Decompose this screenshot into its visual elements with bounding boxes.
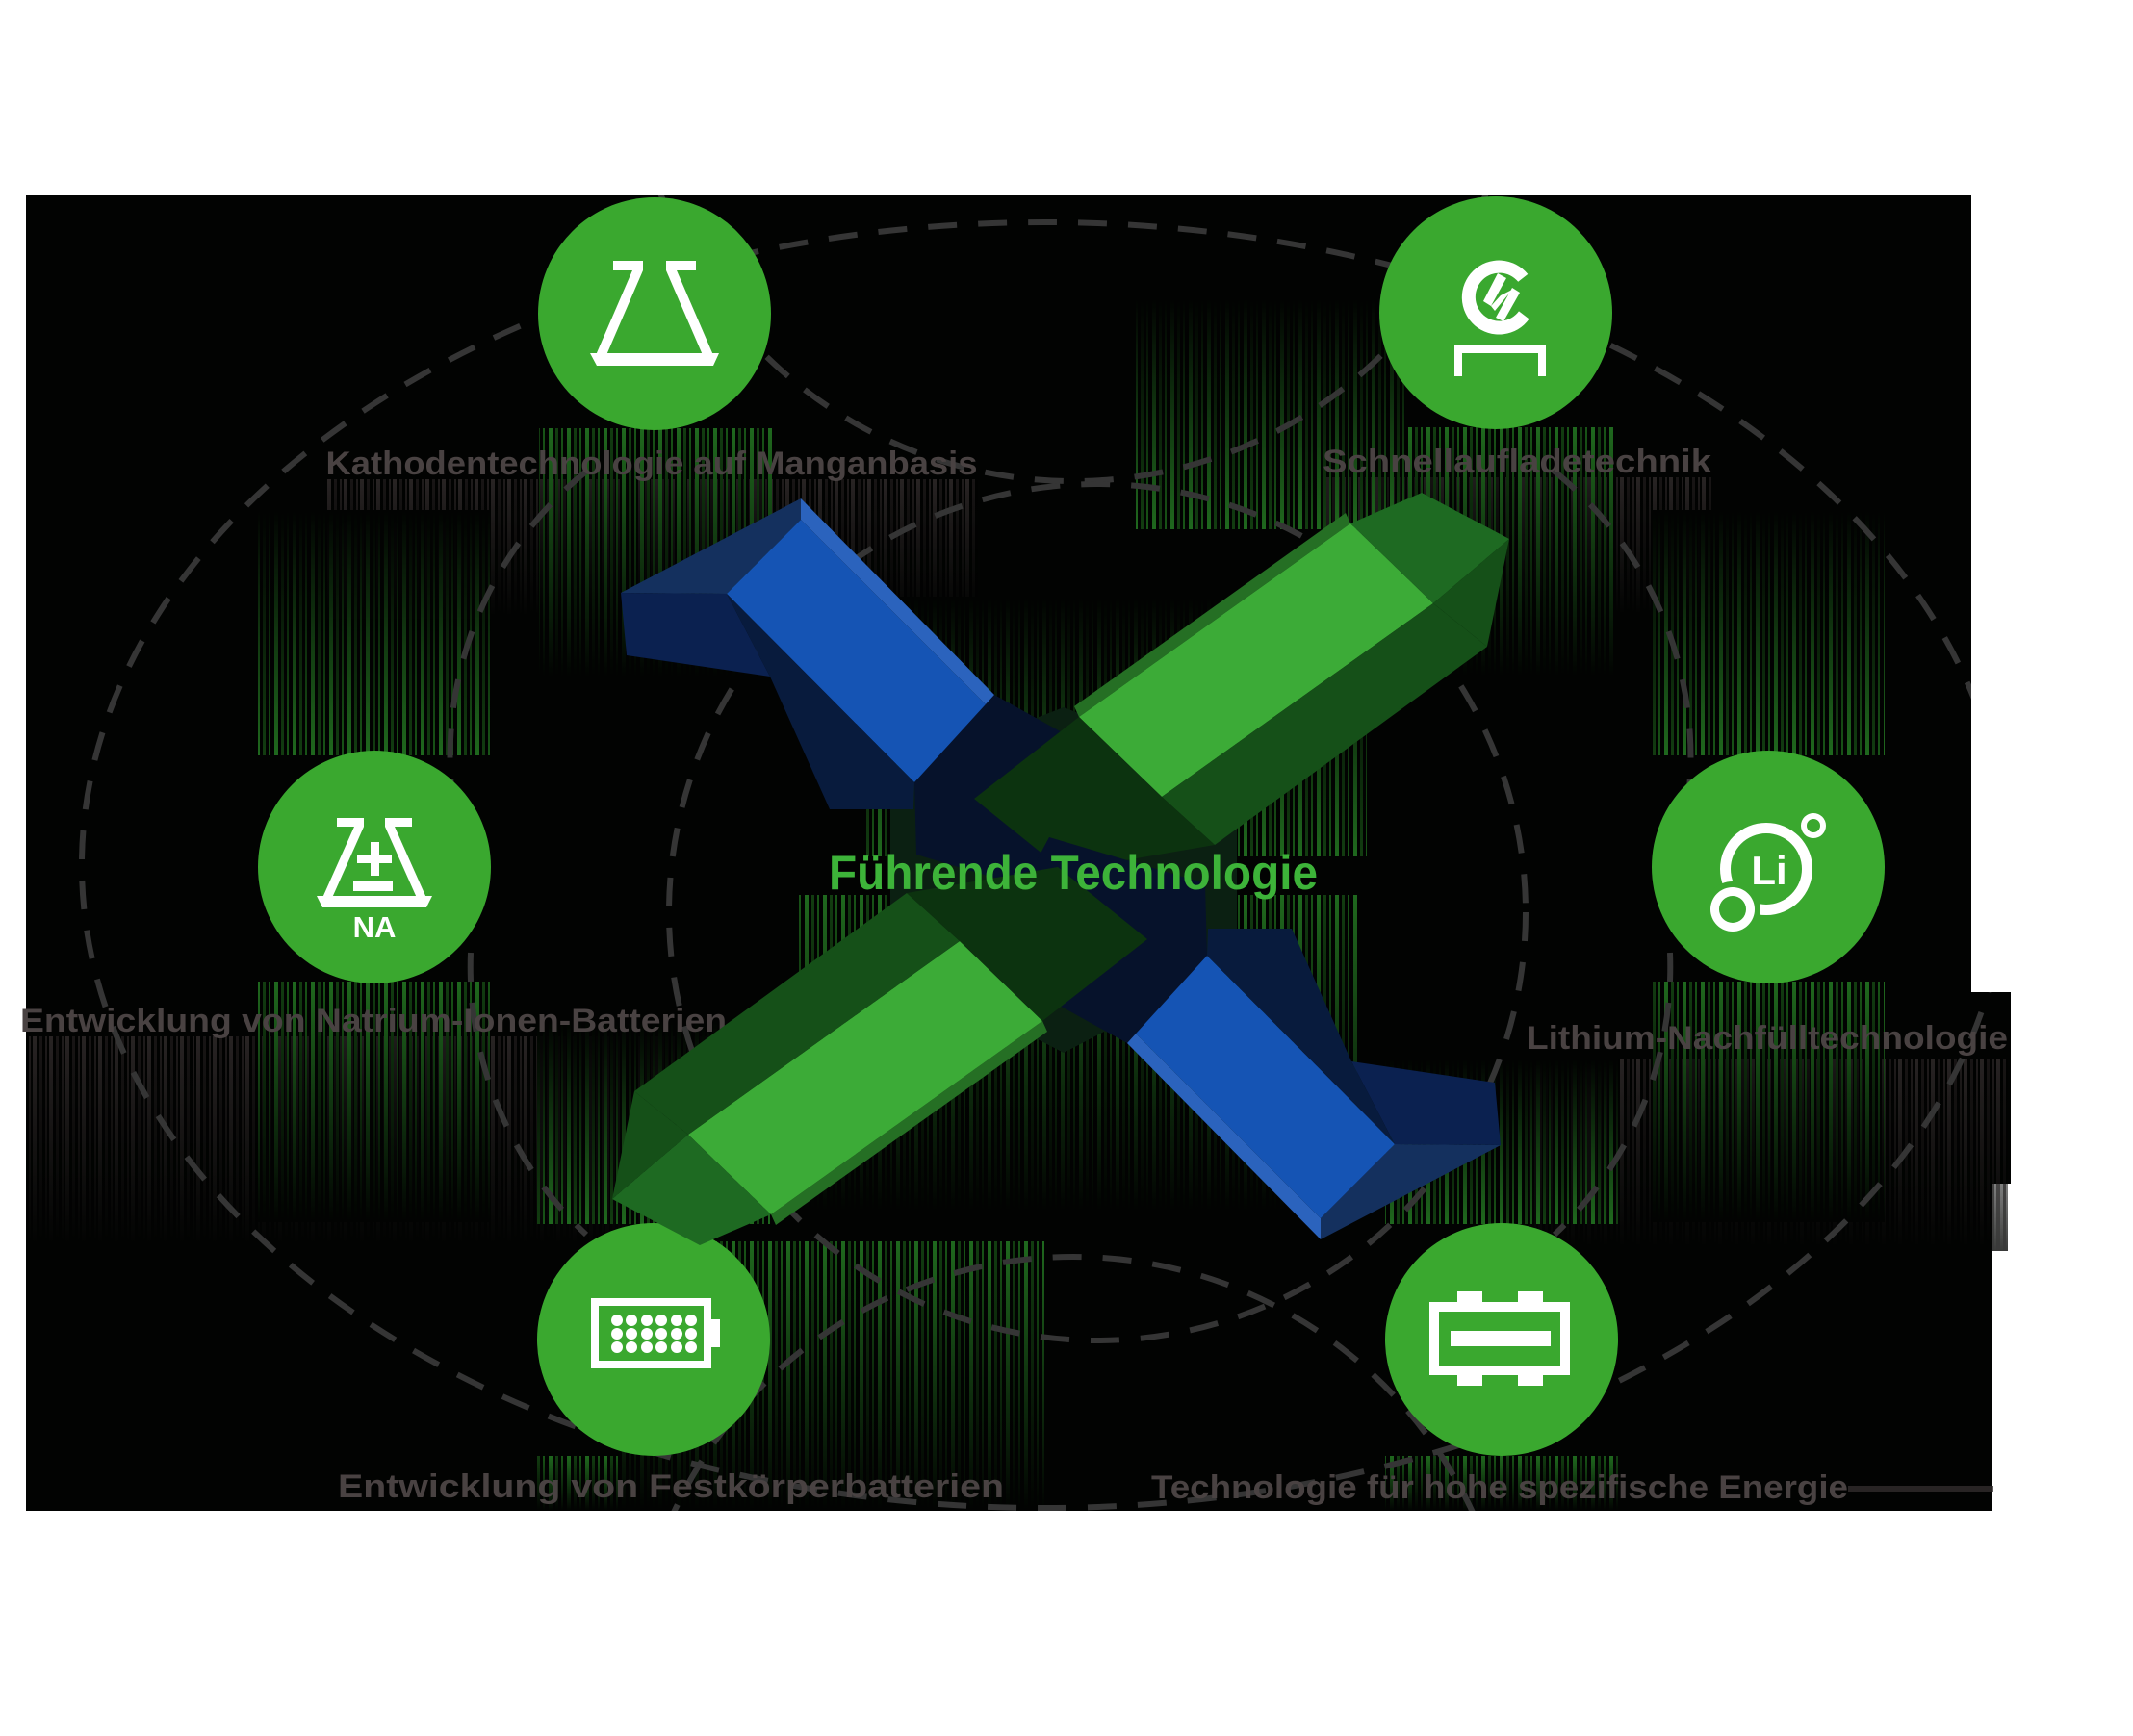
svg-text:Entwicklung von Natrium-Ionen-: Entwicklung von Natrium-Ionen-Batterien [20,1003,727,1039]
svg-text:Führende Technologie: Führende Technologie [829,846,1318,900]
svg-text:NA: NA [353,910,397,944]
svg-text:Entwicklung von Festkörperbatt: Entwicklung von Festkörperbatterien [338,1468,1004,1505]
svg-text:Technologie für hohe spezifisc: Technologie für hohe spezifische Energie [1151,1469,1848,1506]
svg-text:Lithium-Nachfülltechnologie: Lithium-Nachfülltechnologie [1527,1020,2008,1057]
svg-text:Kathodentechnologie auf Mangan: Kathodentechnologie auf Manganbasis [326,446,978,482]
svg-text:Schnellaufladetechnik: Schnellaufladetechnik [1323,444,1711,480]
svg-text:Li: Li [1751,848,1786,893]
